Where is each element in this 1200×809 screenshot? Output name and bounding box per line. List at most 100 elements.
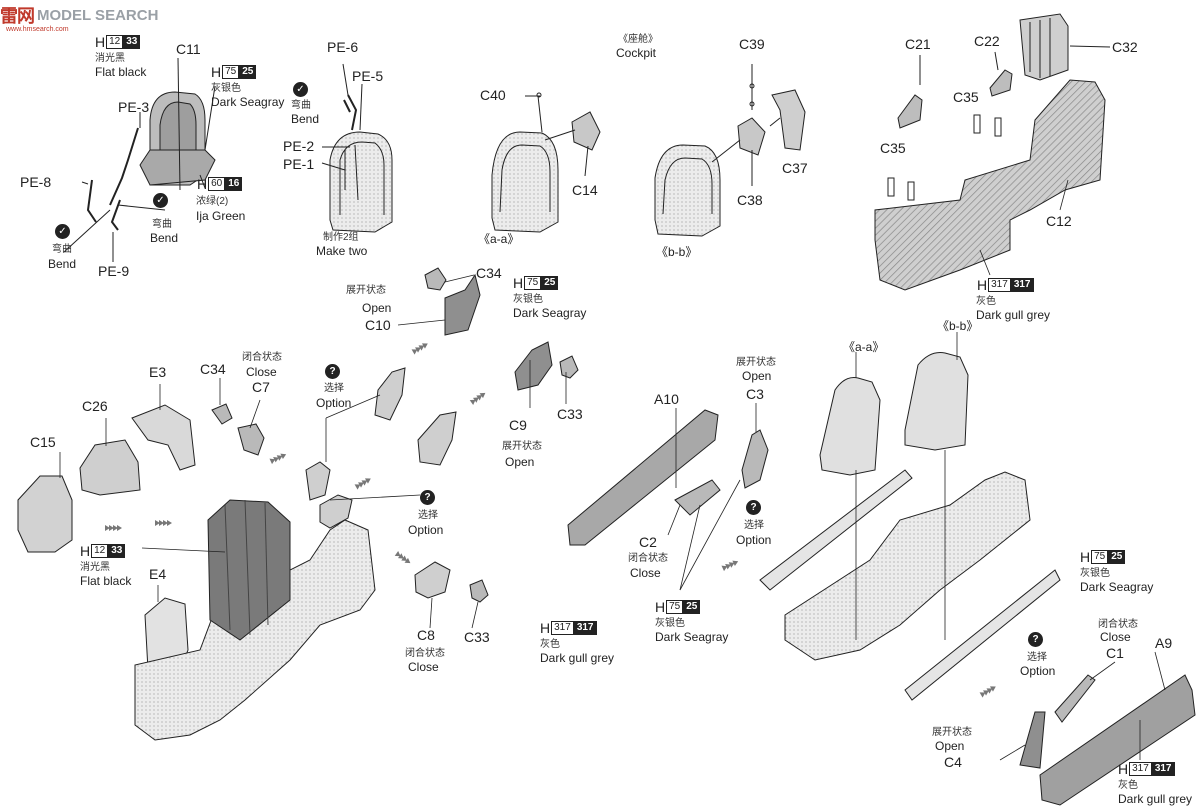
label-a9: A9 [1155, 635, 1173, 651]
label-pe6: PE-6 [327, 39, 359, 55]
view-label-bb: 《b-b》 [656, 245, 698, 259]
bend-cn-1: 弯曲 [291, 100, 311, 111]
option-question-icon: ? [325, 364, 340, 379]
paint-en-dark-gull-grey-2: Dark gull grey [540, 651, 615, 665]
section-title-en: Cockpit [616, 46, 657, 60]
option-cn-3: 选择 [744, 520, 764, 531]
part-c34-a [424, 267, 447, 291]
paint-en-dark-gull-grey-3: Dark gull grey [1118, 792, 1193, 806]
close-cn-1: 闭合状态 [242, 352, 282, 363]
label-c32: C32 [1112, 39, 1138, 55]
part-c26 [79, 439, 141, 496]
label-pe1: PE-1 [283, 156, 315, 172]
watermark-word: MODEL SEARCH [37, 6, 159, 24]
close-en-1: Close [246, 365, 277, 379]
label-e3: E3 [149, 364, 167, 380]
bend-check-icon: ✓ [293, 82, 308, 97]
open-cn-2: 展开状态 [502, 441, 542, 452]
seat-bb [654, 144, 721, 237]
open-cn-3: 展开状态 [736, 357, 776, 368]
part-c9 [514, 341, 553, 391]
seat-aa [491, 131, 559, 233]
paint-cn-dark-seagray-3: 灰银色 [655, 618, 685, 629]
part-c15 [17, 475, 73, 553]
label-c10: C10 [365, 317, 391, 333]
option-cn-2: 选择 [418, 510, 438, 521]
label-a10: A10 [654, 391, 679, 407]
label-pe2: PE-2 [283, 138, 315, 154]
label-c4: C4 [944, 754, 962, 770]
open-en-2: Open [505, 455, 535, 469]
paint-en-dark-gull-grey: Dark gull grey [976, 308, 1051, 322]
label-c1: C1 [1106, 645, 1124, 661]
option-question-icon: ? [1028, 632, 1043, 647]
bend-check-icon: ✓ [55, 224, 70, 239]
label-c14: C14 [572, 182, 598, 198]
label-e4: E4 [149, 566, 167, 582]
close-cn-3: 闭合状态 [628, 553, 668, 564]
paint-en-dark-seagray-3: Dark Seagray [655, 630, 729, 644]
bend-cn-3: 弯曲 [52, 244, 72, 255]
label-c7: C7 [252, 379, 270, 395]
label-c39: C39 [739, 36, 765, 52]
label-c8: C8 [417, 627, 435, 643]
watermark-logo: 雷网 MODEL SEARCH www.hmsearch.com [0, 0, 159, 33]
label-c34-b: C34 [200, 361, 226, 377]
watermark-mark: 雷网 [0, 6, 35, 26]
part-e3 [131, 404, 196, 471]
label-c34-a: C34 [476, 265, 502, 281]
option-en-1: Option [316, 396, 352, 410]
paint-en-dark-seagray-4: Dark Seagray [1080, 580, 1154, 594]
cockpit-tub [874, 79, 1106, 291]
open-en-4: Open [935, 739, 965, 753]
paint-cn-dark-gull-grey-2: 灰色 [540, 639, 560, 650]
part-c10 [444, 273, 481, 336]
paint-en-flat-black-2: Flat black [80, 574, 132, 588]
close-en-4: Close [1100, 630, 1131, 644]
label-c35-b: C35 [880, 140, 906, 156]
option-en-4: Option [1020, 664, 1056, 678]
label-c15: C15 [30, 434, 56, 450]
bend-en-3: Bend [48, 257, 77, 271]
bend-en-2: Bend [150, 231, 179, 245]
label-c21: C21 [905, 36, 931, 52]
option-cn-4: 选择 [1027, 652, 1047, 663]
open-en-3: Open [742, 369, 772, 383]
view-label-bb-2: 《b-b》 [937, 319, 979, 333]
label-c40: C40 [480, 87, 506, 103]
paint-cn-ija-green: 浓绿(2) [196, 196, 229, 207]
make-two-en: Make two [316, 244, 368, 258]
watermark-url: www.hmsearch.com [6, 26, 69, 33]
paint-cn-dark-seagray-2: 灰银色 [513, 294, 543, 305]
label-c9: C9 [509, 417, 527, 433]
label-c12: C12 [1046, 213, 1072, 229]
label-c3: C3 [746, 386, 764, 402]
label-c22: C22 [974, 33, 1000, 49]
paint-cn-dark-gull-grey-3: 灰色 [1118, 780, 1138, 791]
view-label-aa-2: 《a-a》 [843, 340, 885, 354]
label-pe5: PE-5 [352, 68, 384, 84]
make-two-cn: 制作2组 [323, 232, 359, 243]
paint-cn-dark-gull-grey: 灰色 [976, 296, 996, 307]
label-c11: C11 [176, 41, 201, 57]
open-cn-4: 展开状态 [932, 727, 972, 738]
paint-en-ija-green: Ija Green [196, 209, 246, 223]
option-question-icon: ? [420, 490, 435, 505]
bend-cn-2: 弯曲 [152, 219, 172, 230]
paint-en-flat-black: Flat black [95, 65, 147, 79]
paint-cn-flat-black-2: 消光黑 [80, 562, 110, 573]
label-c33-b: C33 [464, 629, 490, 645]
close-en-3: Close [630, 566, 661, 580]
paint-cn-flat-black: 消光黑 [95, 53, 125, 64]
label-pe3: PE-3 [118, 99, 150, 115]
label-c2: C2 [639, 534, 657, 550]
